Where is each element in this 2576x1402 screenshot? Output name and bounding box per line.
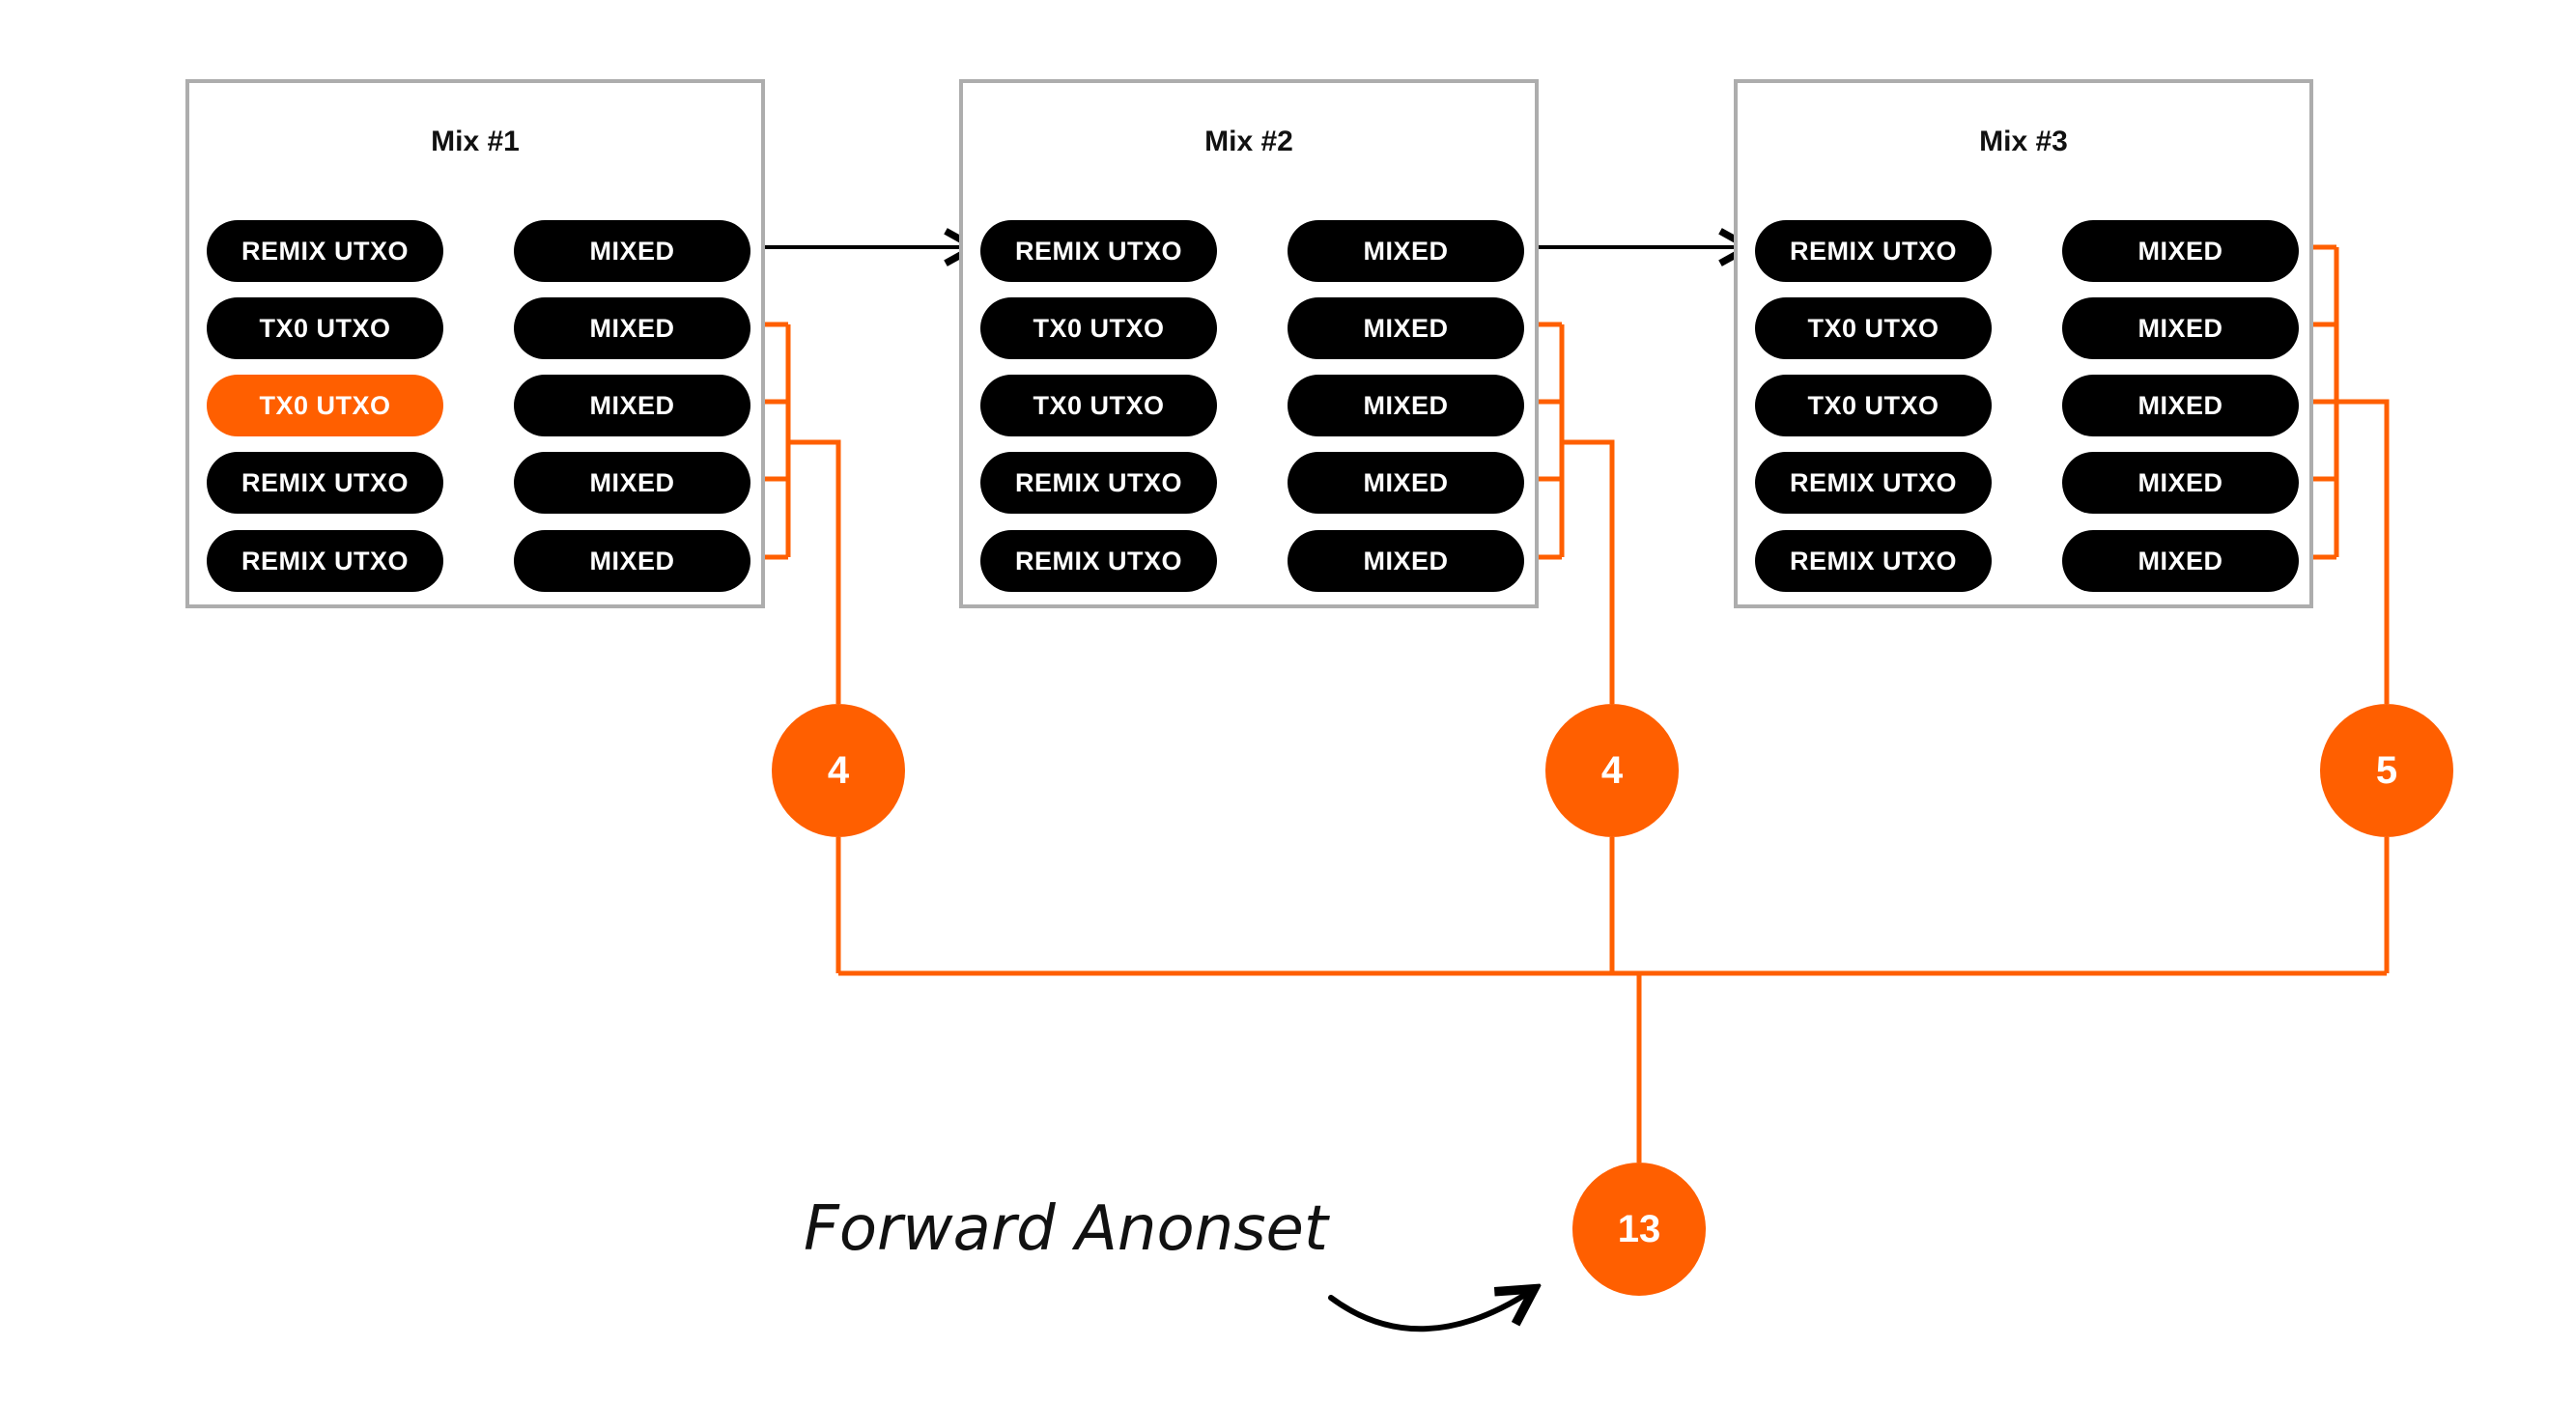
mixed-output-pill: MIXED — [2062, 375, 2299, 436]
mixed-output-pill: MIXED — [1288, 220, 1524, 282]
input-utxo-pill: REMIX UTXO — [1755, 220, 1992, 282]
mixed-output-pill: MIXED — [1288, 452, 1524, 514]
mix-box-2: Mix #2 REMIX UTXO TX0 UTXO TX0 UTXO REMIX UT… — [959, 79, 1539, 608]
mixed-output-pill: MIXED — [2062, 220, 2299, 282]
input-utxo-pill: TX0 UTXO — [207, 297, 443, 359]
anonset-count-circle: 5 — [2320, 704, 2453, 837]
feed-line — [2336, 399, 2390, 704]
forward-anonset-label: Forward Anonset — [804, 1193, 1328, 1265]
input-utxo-pill: REMIX UTXO — [1755, 530, 1992, 592]
mixed-output-pill: MIXED — [1288, 530, 1524, 592]
input-utxo-pill: REMIX UTXO — [207, 452, 443, 514]
mixed-output-pill: MIXED — [1288, 375, 1524, 436]
input-utxo-pill: TX0 UTXO — [1755, 375, 1992, 436]
input-utxo-pill: REMIX UTXO — [207, 530, 443, 592]
input-utxo-pill: TX0 UTXO — [1755, 297, 1992, 359]
feed-line — [788, 439, 841, 704]
input-utxo-pill: TX0 UTXO — [207, 375, 443, 436]
mix-box-3: Mix #3 REMIX UTXO TX0 UTXO TX0 UTXO REMIX UT… — [1734, 79, 2313, 608]
mix-title: Mix #2 — [1204, 126, 1293, 157]
total-anonset-circle: 13 — [1572, 1163, 1706, 1296]
mixed-output-pill: MIXED — [514, 220, 750, 282]
input-utxo-pill: REMIX UTXO — [980, 220, 1217, 282]
mixed-output-pill: MIXED — [514, 375, 750, 436]
curved-arrow-icon — [1328, 1291, 1531, 1332]
input-utxo-pill: TX0 UTXO — [980, 297, 1217, 359]
input-utxo-pill: REMIX UTXO — [980, 452, 1217, 514]
mix-title: Mix #1 — [431, 126, 520, 157]
mixed-output-pill: MIXED — [514, 452, 750, 514]
input-utxo-pill: REMIX UTXO — [980, 530, 1217, 592]
mixed-output-pill: MIXED — [2062, 452, 2299, 514]
anonset-count-circle: 4 — [1545, 704, 1679, 837]
mixed-output-pill: MIXED — [514, 297, 750, 359]
mix-box-1: Mix #1 REMIX UTXO TX0 UTXO TX0 UTXO REMIX UT… — [185, 79, 765, 608]
mixed-output-pill: MIXED — [2062, 530, 2299, 592]
mixed-output-pill: MIXED — [2062, 297, 2299, 359]
input-utxo-pill: TX0 UTXO — [980, 375, 1217, 436]
input-utxo-pill: REMIX UTXO — [1755, 452, 1992, 514]
mixed-output-pill: MIXED — [514, 530, 750, 592]
input-utxo-pill: REMIX UTXO — [207, 220, 443, 282]
mix-title: Mix #3 — [1979, 126, 2068, 157]
mixed-output-pill: MIXED — [1288, 297, 1524, 359]
anonset-count-circle: 4 — [772, 704, 905, 837]
feed-line — [1562, 439, 1615, 704]
